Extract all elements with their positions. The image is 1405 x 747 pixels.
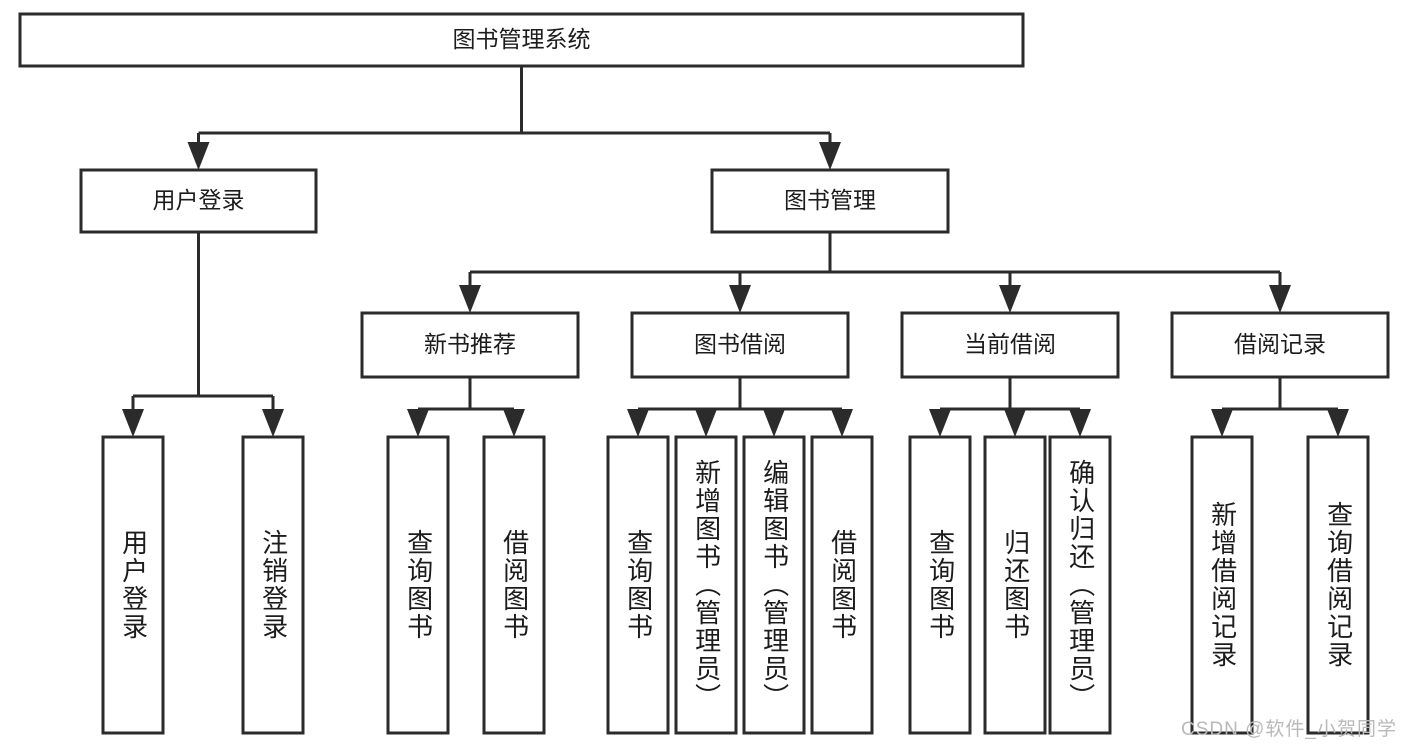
node-user-login-label: 用户登录 [153, 187, 245, 213]
arrow-head-book-management [819, 142, 841, 170]
node-leaf-add-borrow-record[interactable] [1190, 435, 1254, 735]
node-leaf-user-login[interactable] [101, 435, 165, 735]
connector-layer [122, 66, 1349, 437]
arrow-head-leaf-add-book-admin [695, 409, 717, 437]
arrow-head-leaf-query-book-rec [407, 409, 429, 437]
node-borrow-records-rect[interactable] [1170, 311, 1390, 379]
arrow-head-borrow-records [1269, 285, 1291, 313]
node-leaf-borrow-book-rec-rect[interactable] [482, 435, 546, 735]
node-leaf-edit-book-admin[interactable] [742, 435, 806, 735]
node-leaf-query-book-current-rect[interactable] [908, 435, 972, 735]
node-leaf-user-logout-rect[interactable] [241, 435, 305, 735]
node-user-login[interactable]: 用户登录 [79, 168, 318, 234]
node-leaf-return-book-rect[interactable] [983, 435, 1047, 735]
arrow-head-leaf-edit-book-admin [763, 409, 785, 437]
node-book-borrow-label: 图书借阅 [694, 331, 786, 357]
arrow-head-book-borrow [729, 285, 751, 313]
arrow-head-new-book-recommend [459, 285, 481, 313]
arrow-head-leaf-user-login [122, 409, 144, 437]
node-leaf-query-book-borrow-rect[interactable] [606, 435, 670, 735]
node-leaf-return-book[interactable] [983, 435, 1047, 735]
arrow-head-leaf-add-borrow-record [1211, 409, 1233, 437]
node-book-management-label: 图书管理 [784, 187, 876, 213]
node-leaf-confirm-return-admin-rect[interactable] [1048, 435, 1112, 735]
node-book-management-rect[interactable] [710, 168, 950, 234]
node-leaf-query-book-rec-rect[interactable] [386, 435, 450, 735]
arrow-head-leaf-user-logout [262, 409, 284, 437]
node-new-book-recommend-rect[interactable] [360, 311, 580, 379]
arrow-head-leaf-query-borrow-record [1327, 409, 1349, 437]
node-leaf-user-login-rect[interactable] [101, 435, 165, 735]
node-leaf-query-book-rec[interactable] [386, 435, 450, 735]
node-user-login-rect[interactable] [79, 168, 318, 234]
node-leaf-borrow-book-rec[interactable] [482, 435, 546, 735]
arrow-head-leaf-query-book-borrow [627, 409, 649, 437]
node-book-borrow[interactable]: 图书借阅 [630, 311, 850, 379]
node-current-borrow-label: 当前借阅 [964, 331, 1056, 357]
node-book-management[interactable]: 图书管理 [710, 168, 950, 234]
watermark-text: CSDN @软件_小贺同学 [1181, 719, 1397, 740]
node-leaf-query-book-current[interactable] [908, 435, 972, 735]
node-leaf-add-borrow-record-rect[interactable] [1190, 435, 1254, 735]
arrow-head-leaf-confirm-return-admin [1069, 409, 1091, 437]
node-root-rect[interactable] [18, 12, 1025, 68]
node-leaf-query-book-borrow[interactable] [606, 435, 670, 735]
node-leaf-query-borrow-record-rect[interactable] [1306, 435, 1370, 735]
arrow-head-current-borrow [999, 285, 1021, 313]
node-borrow-records-label: 借阅记录 [1234, 331, 1326, 357]
node-leaf-edit-book-admin-rect[interactable] [742, 435, 806, 735]
node-current-borrow-rect[interactable] [900, 311, 1120, 379]
node-leaf-borrow-book[interactable] [810, 435, 874, 735]
arrow-head-leaf-borrow-book [831, 409, 853, 437]
arrow-head-leaf-return-book [1004, 409, 1026, 437]
node-borrow-records[interactable]: 借阅记录 [1170, 311, 1390, 379]
node-leaf-query-borrow-record[interactable] [1306, 435, 1370, 735]
node-new-book-recommend-label: 新书推荐 [424, 331, 516, 357]
node-root[interactable]: 图书管理系统 [18, 12, 1025, 68]
node-new-book-recommend[interactable]: 新书推荐 [360, 311, 580, 379]
node-current-borrow[interactable]: 当前借阅 [900, 311, 1120, 379]
node-leaf-add-book-admin-rect[interactable] [674, 435, 738, 735]
node-root-label: 图书管理系统 [453, 26, 591, 52]
node-leaf-borrow-book-rect[interactable] [810, 435, 874, 735]
node-leaf-add-book-admin[interactable] [674, 435, 738, 735]
arrow-head-user-login [187, 142, 210, 170]
node-leaf-confirm-return-admin[interactable] [1048, 435, 1112, 735]
node-book-borrow-rect[interactable] [630, 311, 850, 379]
arrow-head-leaf-borrow-book-rec [503, 409, 525, 437]
node-leaf-user-logout[interactable] [241, 435, 305, 735]
arrow-head-leaf-query-book-current [929, 409, 951, 437]
